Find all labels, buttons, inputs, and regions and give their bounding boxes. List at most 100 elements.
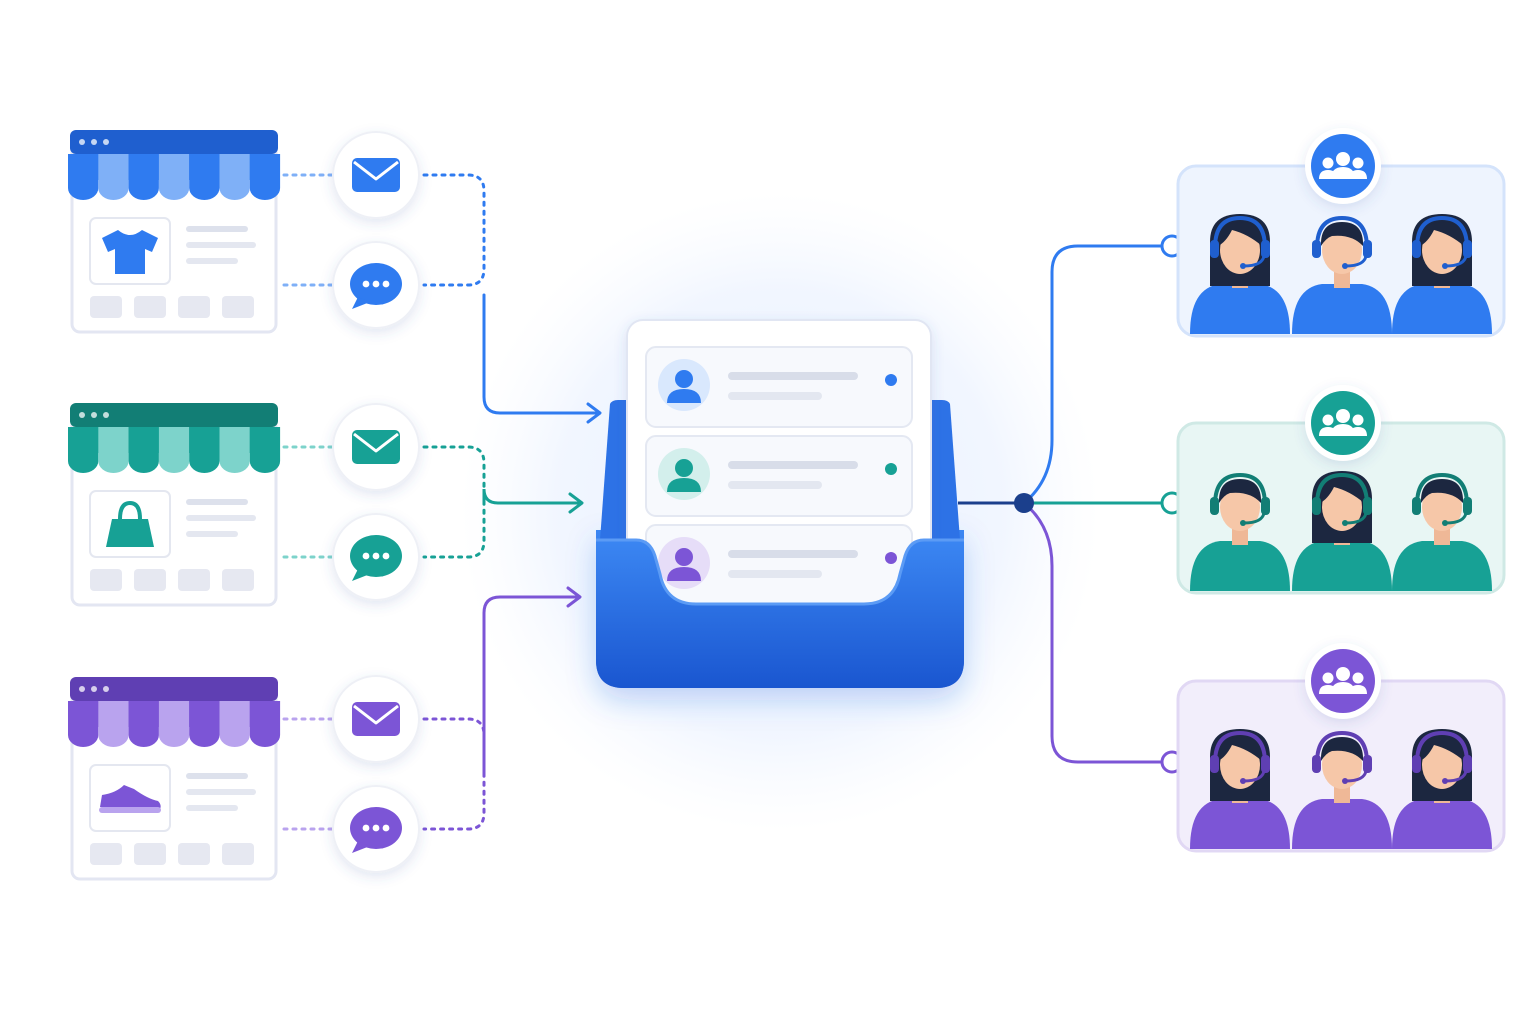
- text-line: [186, 226, 248, 232]
- routing-lines: [958, 234, 1184, 774]
- text-line: [186, 515, 256, 521]
- connector-purple: [282, 586, 582, 831]
- headset-icon: [1415, 215, 1469, 249]
- text-line: [728, 461, 858, 469]
- thumbnail: [90, 843, 122, 865]
- team-icon: [1319, 409, 1367, 436]
- thumbnail: [222, 843, 254, 865]
- agent-body: [1190, 541, 1290, 591]
- dotted-link: [422, 717, 486, 831]
- headset-icon: [1213, 215, 1267, 249]
- face: [1220, 226, 1260, 274]
- tray-rim: [596, 538, 964, 606]
- ticket-blue: [645, 346, 913, 428]
- ticket-purple: [645, 524, 913, 606]
- support-agent-male: [1292, 730, 1392, 849]
- support-agent-male: [1292, 215, 1392, 334]
- route-line: [482, 595, 578, 776]
- chat-icon: [350, 263, 402, 309]
- tray-back-right: [932, 400, 960, 540]
- team-icon: [1319, 152, 1367, 179]
- headset-icon: [1213, 472, 1267, 506]
- agent-body: [1392, 284, 1492, 334]
- support-agent-female: [1392, 214, 1492, 334]
- chat-channel-bubble: [332, 513, 420, 601]
- connector-teal: [282, 445, 584, 559]
- tray-back-left: [600, 400, 628, 540]
- route-line: [1023, 501, 1164, 764]
- arrow-head: [566, 586, 582, 608]
- text-line: [186, 531, 238, 537]
- team-panel-blue: [1176, 128, 1506, 338]
- connector-blue: [282, 173, 602, 424]
- text-line: [728, 372, 858, 380]
- headset-icon: [1415, 730, 1469, 764]
- tray-front: [596, 540, 964, 688]
- chat-channel-bubble: [332, 785, 420, 873]
- dotted-link: [422, 173, 486, 287]
- support-agent-male: [1392, 472, 1492, 591]
- text-line: [186, 499, 248, 505]
- hub-node: [1014, 493, 1034, 513]
- browser-bar: [70, 130, 278, 154]
- status-dot: [885, 552, 897, 564]
- thumbnail: [90, 296, 122, 318]
- ticket-card: [645, 346, 913, 428]
- awning: [68, 427, 281, 473]
- awning: [68, 701, 281, 747]
- email-icon: [352, 702, 400, 736]
- arrow-head: [568, 492, 584, 514]
- thumbnail: [90, 569, 122, 591]
- tshirt-icon: [102, 230, 158, 274]
- handbag-icon: [106, 500, 154, 547]
- route-line: [1023, 244, 1164, 505]
- text-line: [186, 258, 238, 264]
- support-agent-male: [1190, 472, 1290, 591]
- text-line: [728, 550, 858, 558]
- thumbnail: [178, 843, 210, 865]
- text-line: [186, 242, 256, 248]
- sneaker-icon: [99, 785, 161, 813]
- headset-icon: [1315, 730, 1369, 764]
- browser-bar: [70, 677, 278, 701]
- storefront-blue: [68, 130, 281, 334]
- agent-body: [1190, 799, 1290, 849]
- face: [1220, 741, 1260, 789]
- agent-body: [1292, 541, 1392, 591]
- headset-icon: [1213, 730, 1267, 764]
- text-line: [728, 392, 822, 400]
- thumbnail: [178, 296, 210, 318]
- face: [1422, 741, 1462, 789]
- thumbnail: [134, 843, 166, 865]
- face: [1322, 483, 1362, 531]
- agent-body: [1292, 799, 1392, 849]
- text-line: [186, 773, 248, 779]
- text-line: [728, 481, 822, 489]
- awning: [68, 154, 281, 200]
- storefront-teal: [68, 403, 281, 607]
- chat-icon: [350, 807, 402, 853]
- text-line: [186, 789, 256, 795]
- user-avatar-icon: [667, 370, 701, 403]
- thumbnail: [222, 296, 254, 318]
- ticket-card: [645, 435, 913, 517]
- thumbnail: [222, 569, 254, 591]
- text-line: [186, 805, 238, 811]
- team-panel-purple: [1176, 643, 1506, 853]
- route-line: [482, 293, 598, 415]
- inbox-tray-icon: [596, 319, 964, 688]
- chat-icon: [350, 535, 402, 581]
- thumbnail: [134, 569, 166, 591]
- email-icon: [352, 430, 400, 464]
- support-agent-female: [1292, 471, 1392, 591]
- headset-icon: [1315, 472, 1369, 506]
- arrow-head: [586, 402, 602, 424]
- team-icon: [1319, 667, 1367, 694]
- team-panel-teal: [1176, 385, 1506, 595]
- agent-body: [1190, 284, 1290, 334]
- headset-icon: [1315, 215, 1369, 249]
- email-channel-bubble: [332, 403, 420, 491]
- email-channel-bubble: [332, 675, 420, 763]
